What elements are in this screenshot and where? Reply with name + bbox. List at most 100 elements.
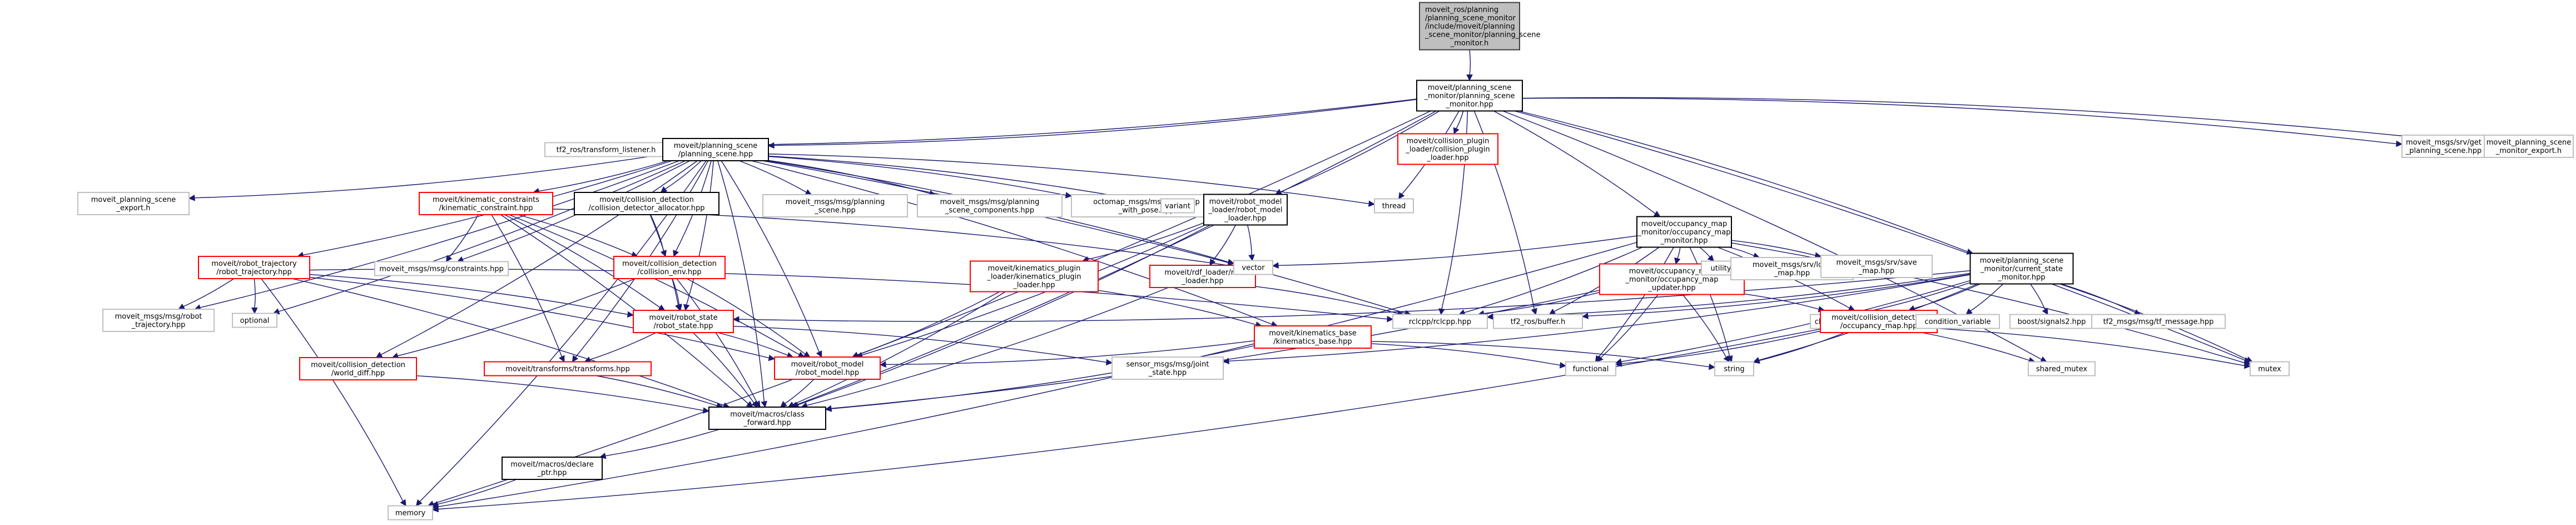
node-label-line: _loader/kinematics_plugin — [986, 273, 1081, 281]
edge-rt-to-msg_rt — [178, 278, 235, 310]
graph-node-psm[interactable]: moveit/planning_scene_monitor/planning_s… — [1416, 80, 1523, 112]
edge-com-to-shared_mutex — [1922, 332, 2036, 364]
node-box — [2009, 314, 2094, 329]
edge-line — [672, 278, 680, 305]
edge-line — [1937, 328, 2245, 366]
node-label-line: moveit/collision_detection — [622, 260, 717, 268]
arrowhead-icon — [1486, 313, 1493, 320]
graph-node-omm[interactable]: moveit/occupancy_map_monitor/occupancy_m… — [1636, 216, 1732, 248]
node-label-line: _loader.hpp — [1224, 215, 1266, 223]
arrowhead-icon — [431, 506, 439, 513]
edge-line — [665, 160, 702, 190]
graph-node-dp[interactable]: moveit/macros/declare_ptr.hpp — [502, 457, 603, 480]
arrowhead-icon — [1453, 127, 1460, 135]
node-box — [1071, 194, 1222, 217]
edge-line — [291, 278, 724, 406]
graph-node-cda[interactable]: moveit/collision_detection/collision_det… — [574, 192, 719, 215]
edge-line — [1600, 294, 1659, 358]
edge-wd-to-cf — [416, 375, 710, 414]
edge-rml-to-rdf — [1209, 225, 1236, 266]
graph-node-csm[interactable]: moveit/planning_scene_monitor/current_st… — [1969, 252, 2074, 285]
node-label-line: tf2_ros/buffer.h — [1511, 318, 1566, 326]
node-label-line: sensor_msgs/msg/joint — [1126, 360, 1209, 369]
edge-line — [857, 291, 1000, 355]
edge-line — [768, 155, 1156, 204]
graph-node-rdf[interactable]: moveit/rdf_loader/rdf_loader.hpp — [1149, 265, 1256, 288]
node-label-line: moveit_ros/planning — [1425, 6, 1498, 14]
edge-line — [1922, 332, 2030, 361]
graph-node-ps[interactable]: moveit/planning_scene/planning_scene.hpp — [662, 138, 769, 161]
edge-csm-to-rs — [732, 270, 1971, 323]
node-label-line: moveit/collision_detection — [1832, 314, 1926, 322]
node-box — [102, 309, 215, 332]
edge-line — [1456, 111, 1464, 129]
arrowhead-icon — [1466, 75, 1473, 81]
node-label-line: _with_pose.hpp — [1118, 206, 1174, 215]
edge-psm-to-csm — [1518, 110, 1974, 255]
arrowhead-icon — [660, 186, 668, 193]
edge-ps-to-ps_export — [188, 154, 663, 201]
node-box — [970, 260, 1099, 293]
edge-dp-to-memory — [431, 479, 517, 507]
edge-cf-to-dp — [599, 429, 720, 459]
arrowhead-icon — [1707, 254, 1715, 262]
graph-node-transforms[interactable]: moveit/transforms/transforms.hpp — [484, 361, 652, 377]
graph-node-kpl[interactable]: moveit/kinematics_plugin_loader/kinemati… — [970, 260, 1099, 293]
node-label-line: boost/signals2.hpp — [2018, 318, 2086, 326]
graph-node-cenv[interactable]: moveit/collision_detection/collision_env… — [613, 256, 726, 279]
edge-cenv-to-wd — [391, 278, 636, 359]
node-label-line: moveit/planning_scene — [1428, 84, 1511, 92]
arrowhead-icon — [415, 499, 423, 507]
graph-node-kc[interactable]: moveit/kinematic_constraints/kinematic_c… — [419, 192, 553, 215]
graph-node-rm[interactable]: moveit/robot_model/robot_model.hpp — [774, 356, 881, 380]
graph-node-kb[interactable]: moveit/kinematics_base/kinematics_base.h… — [1254, 325, 1372, 349]
node-label-line: moveit/occupancy_map — [1641, 220, 1728, 229]
edge-line — [733, 325, 1107, 363]
edge-line — [768, 160, 930, 194]
edge-line — [768, 153, 1369, 204]
edge-line — [762, 160, 1406, 314]
node-box — [1714, 361, 1754, 377]
arrowhead-icon — [1248, 254, 1255, 261]
edge-omm-to-load_map — [1729, 246, 1760, 259]
node-box — [2091, 314, 2226, 329]
edge-line — [438, 479, 517, 505]
graph-node-save_map: moveit_msgs/srv/save_map.hpp — [1820, 255, 1933, 278]
arrowhead-icon — [1965, 308, 1973, 315]
edge-line — [1522, 97, 2397, 145]
graph-node-rml[interactable]: moveit/robot_model_loader/robot_model_lo… — [1203, 194, 1288, 226]
node-label-line: string — [1724, 365, 1744, 374]
nodes-layer: moveit_ros/planning/planning_scene_monit… — [77, 2, 2574, 521]
node-label-line: moveit/collision_detection — [599, 196, 694, 204]
edge-line — [751, 160, 1272, 325]
graph-node-cpl[interactable]: moveit/collision_plugin_loader/collision… — [1397, 133, 1498, 165]
arrowhead-icon — [879, 361, 886, 368]
edge-ps-to-thread — [768, 153, 1376, 207]
node-box — [484, 361, 652, 377]
arrowhead-icon — [803, 351, 811, 358]
graph-node-rt[interactable]: moveit/robot_trajectory/robot_trajectory… — [198, 256, 310, 279]
node-box — [1160, 198, 1195, 214]
graph-node-rs[interactable]: moveit/robot_state/robot_state.hpp — [633, 310, 734, 333]
edge-rt-to-rs — [309, 274, 634, 318]
node-label-line: /kinematic_constraint.hpp — [439, 204, 533, 212]
graph-node-wd[interactable]: moveit/collision_detection/world_diff.hp… — [299, 357, 417, 380]
arrowhead-icon — [1387, 315, 1394, 323]
edge-rs-to-cf — [692, 332, 758, 408]
node-label-line: moveit_msgs/msg/planning — [940, 198, 1040, 206]
edge-com-to-mutex — [1937, 328, 2251, 369]
edge-line — [1598, 247, 1674, 358]
node-box — [708, 407, 826, 430]
edge-kpl-to-kb — [1098, 290, 1263, 328]
graph-node-root[interactable]: moveit_ros/planning/planning_scene_monit… — [1419, 2, 1540, 51]
edge-ps-to-msg_rt — [194, 160, 679, 311]
graph-node-cf[interactable]: moveit/macros/class_forward.hpp — [708, 407, 826, 430]
node-label-line: moveit/transforms/transforms.hpp — [505, 365, 630, 374]
edge-line — [309, 276, 770, 359]
edge-line — [1587, 274, 1971, 316]
arrowhead-icon — [751, 400, 758, 408]
node-box — [198, 256, 310, 279]
edge-transforms-to-cf — [595, 375, 723, 409]
edge-line — [692, 332, 755, 403]
edge-line — [1247, 225, 1252, 255]
